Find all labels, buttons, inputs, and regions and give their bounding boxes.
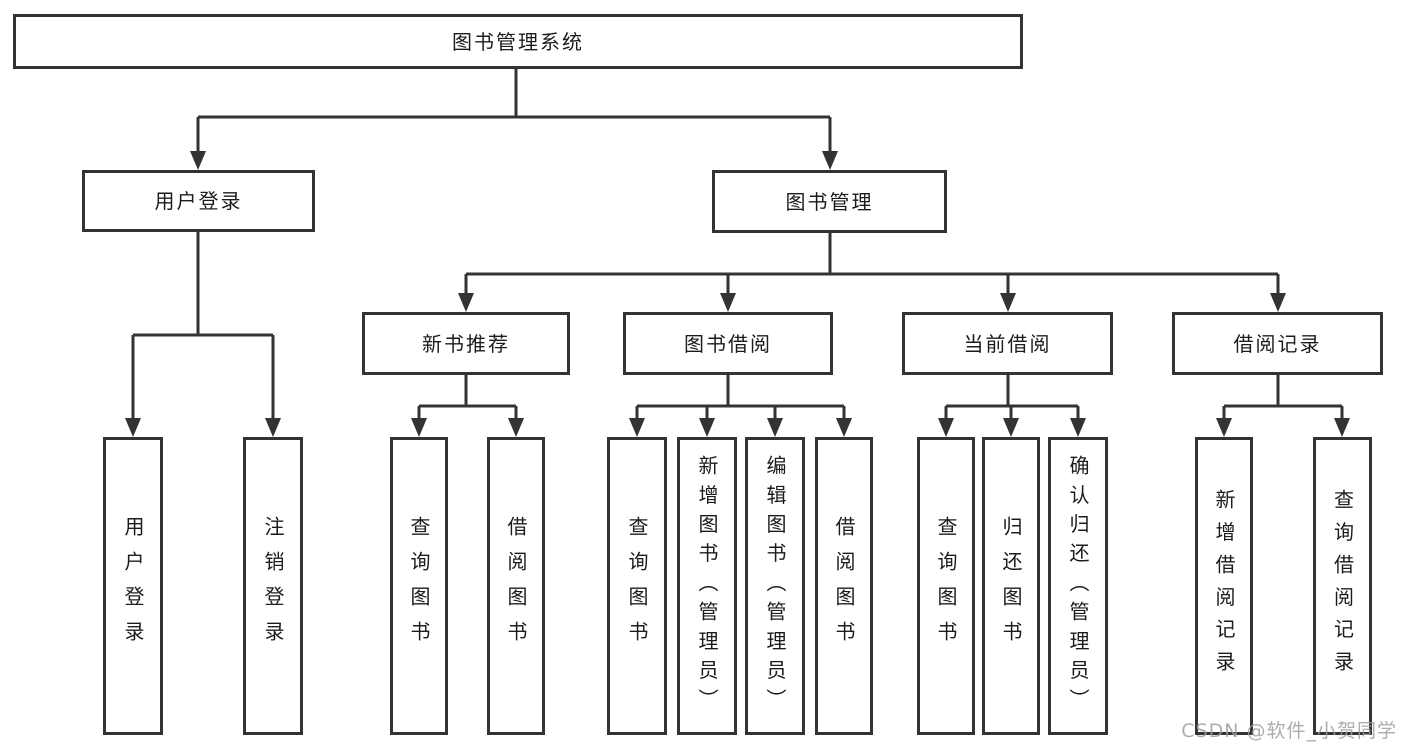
arrow-icon bbox=[1003, 418, 1019, 437]
arrow-icon bbox=[125, 418, 141, 437]
node-library-system: 图书管理系统 bbox=[13, 14, 1023, 69]
node-book-management: 图书管理 bbox=[712, 170, 947, 233]
arrow-icon bbox=[822, 151, 838, 170]
arrow-icon bbox=[1000, 293, 1016, 312]
watermark: CSDN @软件_小贺同学 bbox=[1181, 720, 1397, 742]
node-current-borrowing: 当前借阅 bbox=[902, 312, 1113, 375]
arrow-icon bbox=[720, 293, 736, 312]
leaf-user-login: 用户登录 bbox=[103, 437, 163, 735]
arrow-icon bbox=[1070, 418, 1086, 437]
arrow-icon bbox=[836, 418, 852, 437]
leaf-bb-query-books: 查询图书 bbox=[607, 437, 667, 735]
leaf-nb-query-books: 查询图书 bbox=[390, 437, 448, 735]
arrow-icon bbox=[265, 418, 281, 437]
arrow-icon bbox=[938, 418, 954, 437]
arrow-icon bbox=[699, 418, 715, 437]
node-user-login: 用户登录 bbox=[82, 170, 315, 232]
leaf-bb-borrow-books: 借阅图书 bbox=[815, 437, 873, 735]
arrow-icon bbox=[1270, 293, 1286, 312]
arrow-icon bbox=[1334, 418, 1350, 437]
arrow-icon bbox=[1216, 418, 1232, 437]
arrow-icon bbox=[767, 418, 783, 437]
leaf-cb-return-books: 归还图书 bbox=[982, 437, 1040, 735]
node-borrowing-records: 借阅记录 bbox=[1172, 312, 1383, 375]
arrow-icon bbox=[458, 293, 474, 312]
node-book-borrowing: 图书借阅 bbox=[623, 312, 833, 375]
arrow-icon bbox=[629, 418, 645, 437]
arrow-icon bbox=[508, 418, 524, 437]
connector-mgmt-to-level3 bbox=[464, 232, 1280, 296]
arrowheads bbox=[125, 151, 1350, 437]
arrow-icon bbox=[190, 151, 206, 170]
connector-current-to-leaves bbox=[944, 374, 1080, 421]
connector-borrowing-to-leaves bbox=[635, 374, 846, 421]
leaf-cb-confirm-return-admin: 确认归还（管理员） bbox=[1048, 437, 1108, 735]
leaf-br-query-record: 查询借阅记录 bbox=[1313, 437, 1372, 735]
connector-newbook-to-leaves bbox=[417, 374, 518, 421]
leaf-bb-add-books-admin: 新增图书（管理员） bbox=[677, 437, 737, 735]
connector-login-to-leaves bbox=[131, 231, 275, 421]
node-new-book-recommend: 新书推荐 bbox=[362, 312, 570, 375]
leaf-bb-edit-books-admin: 编辑图书（管理员） bbox=[745, 437, 805, 735]
leaf-cb-query-books: 查询图书 bbox=[917, 437, 975, 735]
leaf-nb-borrow-books: 借阅图书 bbox=[487, 437, 545, 735]
leaf-logout: 注销登录 bbox=[243, 437, 303, 735]
leaf-br-add-record: 新增借阅记录 bbox=[1195, 437, 1253, 735]
arrow-icon bbox=[411, 418, 427, 437]
connector-root-to-level2 bbox=[196, 69, 832, 154]
connector-records-to-leaves bbox=[1222, 374, 1344, 421]
